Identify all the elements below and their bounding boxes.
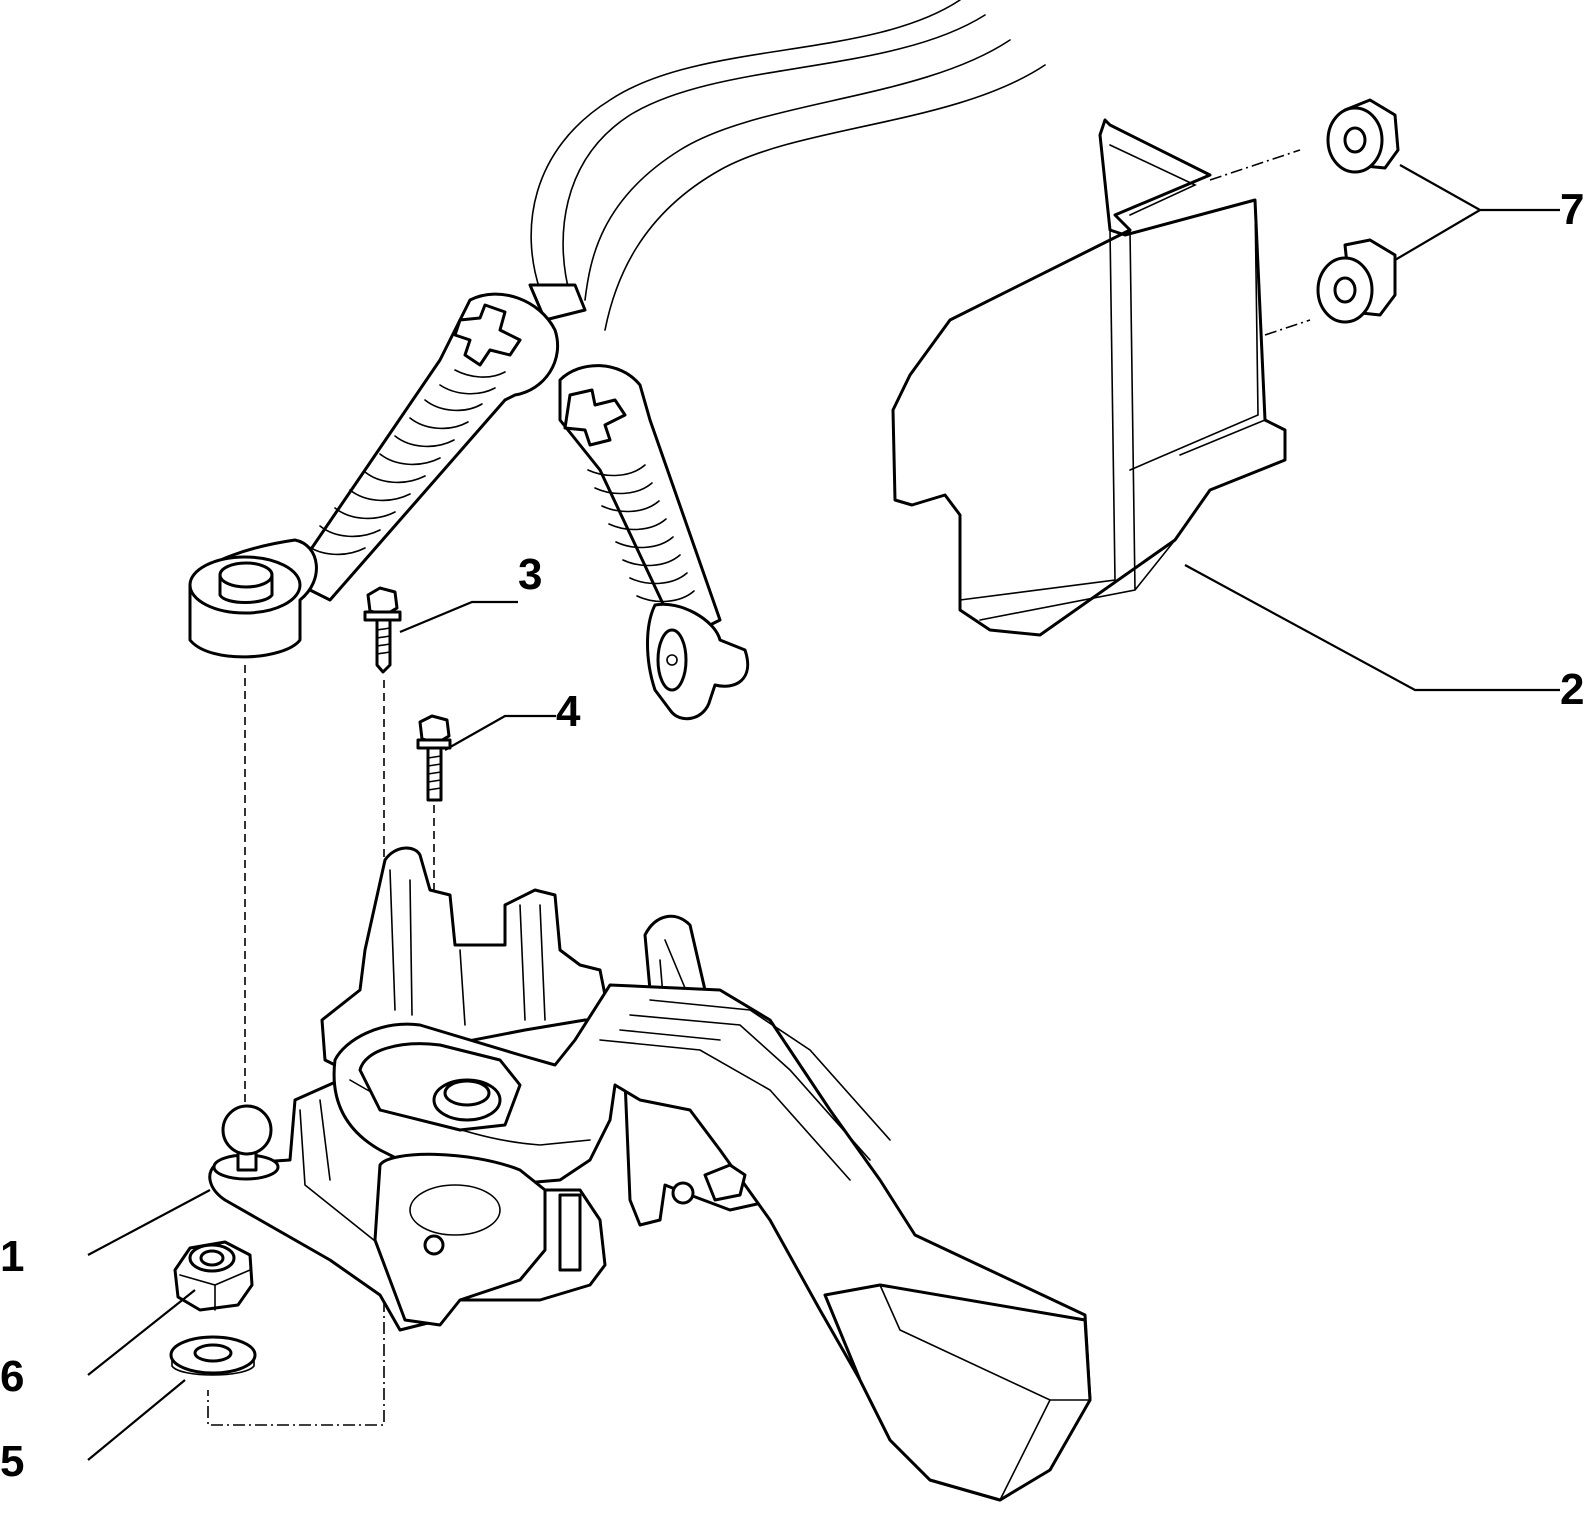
callout-3: 3	[518, 550, 543, 599]
bolt-4	[416, 714, 452, 802]
callout-7: 7	[1560, 185, 1585, 234]
gear-cables	[528, 0, 1046, 331]
cover-bracket-2	[891, 118, 1287, 637]
callout-2: 2	[1560, 665, 1585, 714]
callout-6: 6	[0, 1352, 25, 1401]
callout-1: 1	[0, 1232, 25, 1281]
flange-nuts-7	[1316, 98, 1400, 324]
gear-shifter-assembly	[208, 846, 1092, 1502]
washer-5	[169, 1335, 257, 1376]
right-cable-end	[558, 364, 750, 721]
nut-6	[173, 1240, 254, 1312]
assembly-lines	[207, 149, 1311, 1426]
leader-lines	[87, 164, 1560, 1461]
callout-5: 5	[0, 1437, 25, 1486]
left-cable-end	[188, 292, 560, 659]
callout-4: 4	[556, 687, 581, 736]
bolt-3	[363, 586, 402, 674]
